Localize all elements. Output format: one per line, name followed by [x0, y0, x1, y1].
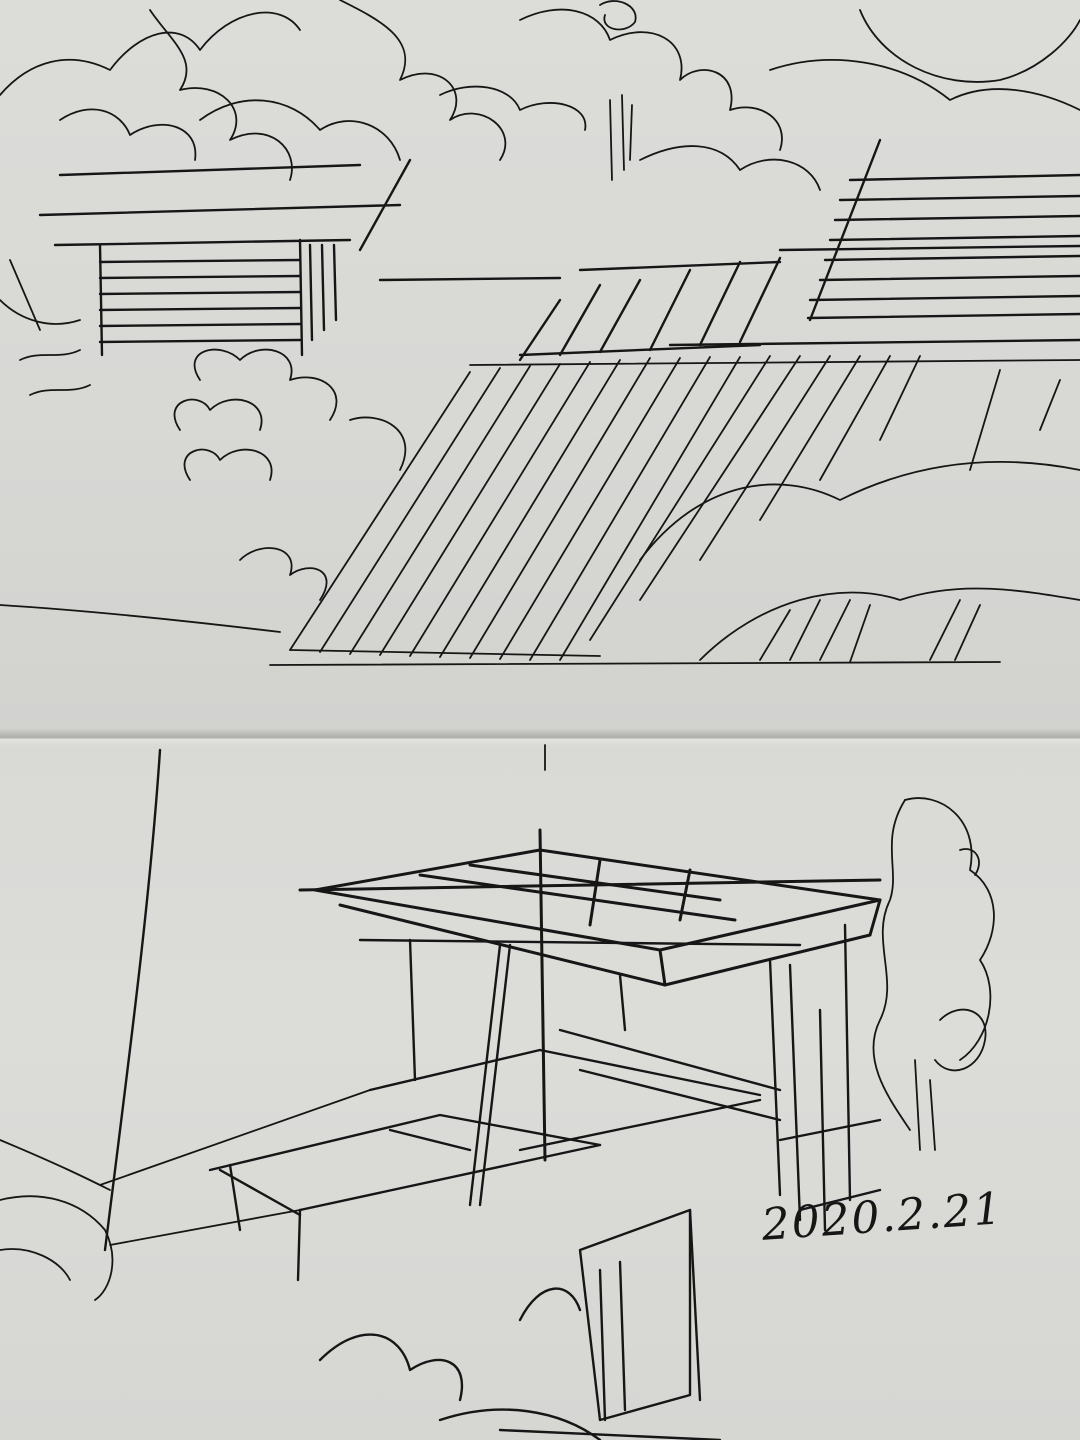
mid-pavilion [378, 256, 1080, 362]
tree-canopy-scribbles [0, 0, 1080, 191]
pavilion-roof [298, 828, 882, 1162]
lower-pavilion-sketch [0, 744, 995, 1440]
pavilion-columns [358, 923, 852, 1232]
hatched-ramp [269, 355, 1080, 666]
left-building [38, 158, 412, 357]
left-shrub-tree [0, 259, 407, 633]
page-gutter [0, 728, 1080, 746]
pavilion-platforms [208, 1028, 882, 1282]
right-building [778, 138, 1080, 322]
margin-line [103, 748, 162, 1252]
walkway [0, 1089, 371, 1301]
foreground-hill [639, 461, 1080, 663]
front-bench-and-shrubs [318, 1208, 722, 1440]
upper-sketchbook-page [0, 0, 1080, 738]
upper-landscape-sketch [0, 0, 1080, 666]
right-tree [872, 797, 995, 1151]
